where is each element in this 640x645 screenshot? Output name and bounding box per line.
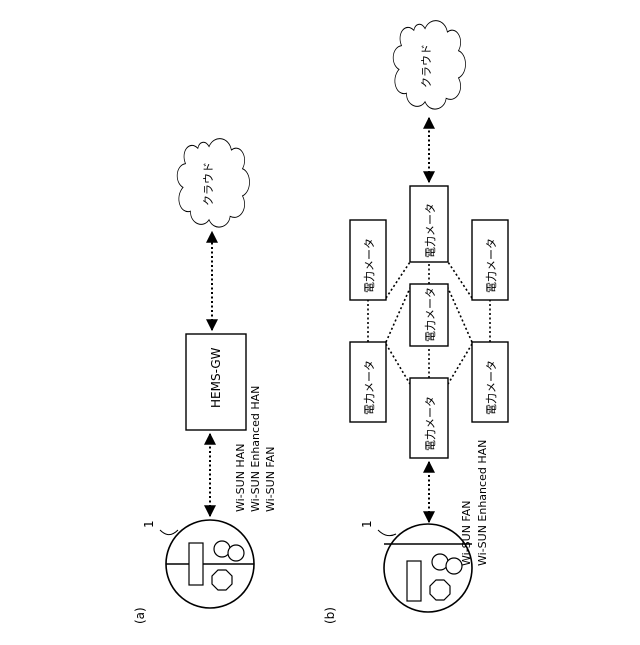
- link-label-fan: Wi-SUN FAN: [264, 447, 277, 513]
- meter-right-bottom: 電力メータ: [472, 342, 508, 422]
- link-label-enhanced-han-b: Wi-SUN Enhanced HAN: [476, 440, 489, 566]
- link-label-enhanced-han: Wi-SUN Enhanced HAN: [249, 386, 262, 512]
- device-1-a: 1: [142, 520, 254, 608]
- meter-label: 電力メータ: [424, 396, 437, 451]
- cloud-label-b: クラウド: [420, 44, 433, 88]
- mesh-link: [386, 288, 410, 342]
- link-label-han: Wi-SUN HAN: [234, 444, 247, 512]
- device-knob-2: [228, 545, 244, 561]
- meter-label: 電力メータ: [424, 203, 437, 258]
- device-octagon: [430, 580, 450, 600]
- mesh-link: [448, 262, 472, 298]
- link-label-fan-b: Wi-SUN FAN: [460, 501, 473, 567]
- ref-number-b: 1: [360, 520, 374, 528]
- meter-left-top: 電力メータ: [350, 220, 386, 300]
- ref-leader-a: [160, 530, 178, 535]
- panel-a: (a) 1 Wi-SUN HAN Wi-SUN Enhanced HAN Wi-…: [133, 139, 277, 624]
- meter-left-bottom: 電力メータ: [350, 342, 386, 422]
- mesh-link: [448, 344, 472, 384]
- device-1-b: 1: [360, 520, 472, 612]
- meter-center-middle: 電力メータ: [410, 284, 448, 346]
- meter-right-top: 電力メータ: [472, 220, 508, 300]
- panel-a-label: (a): [133, 607, 147, 624]
- mesh-link: [386, 262, 410, 298]
- meter-label: 電力メータ: [363, 360, 376, 415]
- meter-center-top: 電力メータ: [410, 186, 448, 262]
- hems-gw-label: HEMS-GW: [209, 347, 223, 408]
- meter-label: 電力メータ: [424, 287, 437, 342]
- meter-label: 電力メータ: [485, 360, 498, 415]
- mesh-link: [448, 288, 472, 342]
- meter-center-bottom: 電力メータ: [410, 378, 448, 458]
- ref-number-a: 1: [142, 520, 156, 528]
- device-octagon: [212, 570, 232, 590]
- ref-leader-b: [378, 530, 396, 536]
- cloud-label-a: クラウド: [202, 162, 215, 206]
- meter-label: 電力メータ: [363, 238, 376, 293]
- panel-b-label: (b): [323, 607, 337, 624]
- device-panel-rect: [189, 543, 203, 585]
- mesh-link: [386, 344, 410, 384]
- panel-b: (b) 1 Wi-SUN FAN Wi-SUN Enhanced HAN: [323, 21, 508, 624]
- device-panel-rect: [407, 561, 421, 601]
- meter-label: 電力メータ: [485, 238, 498, 293]
